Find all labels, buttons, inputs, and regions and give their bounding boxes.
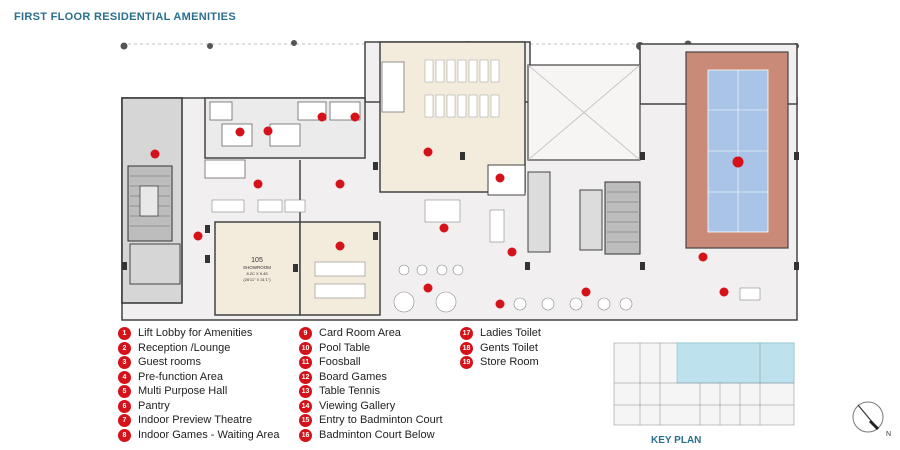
page-title: FIRST FLOOR RESIDENTIAL AMENITIES (14, 11, 236, 23)
marker-icon: 1 (118, 327, 131, 340)
toilet-cores (527, 171, 603, 253)
marker-icon: 17 (460, 327, 473, 340)
marker-icon: 18 (460, 341, 473, 355)
plan-markers (150, 112, 744, 309)
card-room (299, 221, 381, 316)
marker-icon: 16 (299, 428, 312, 442)
marker-icon: 13 (299, 385, 312, 398)
marker-icon: 10 (299, 341, 312, 355)
lower-left-room (129, 243, 181, 285)
stage (381, 61, 405, 113)
compass-north-label: N (886, 431, 891, 438)
theatre-seating (424, 59, 500, 118)
showroom-dim: 8.2C X 9.45 (246, 271, 268, 276)
marker-icon: 15 (299, 414, 312, 427)
left-stair-landing (139, 185, 159, 217)
compass-icon: N (852, 401, 891, 438)
marker-icon: 19 (460, 356, 473, 369)
marker-icon: 4 (118, 370, 131, 384)
lounge-furniture (211, 199, 306, 213)
showroom-dim-imperial: (26'11" X 31'1") (243, 277, 271, 282)
right-stair (604, 181, 641, 255)
games-furniture (393, 199, 761, 313)
marker-icon: 11 (299, 356, 312, 369)
showroom-number: 105 (251, 257, 263, 264)
showroom-name: SHOWROOM (243, 265, 271, 270)
marker-icon: 3 (118, 356, 131, 369)
marker-icon: 5 (118, 385, 131, 398)
structural-columns (122, 152, 799, 272)
marker-icon: 9 (299, 327, 312, 340)
marker-icon: 7 (118, 414, 131, 427)
key-plan (613, 342, 795, 426)
key-plan-title: KEY PLAN (651, 435, 702, 446)
pantry (487, 164, 526, 196)
marker-icon: 6 (118, 399, 131, 413)
reception-desk (204, 159, 246, 179)
marker-icon: 2 (118, 341, 131, 355)
marker-icon: 8 (118, 428, 131, 442)
marker-icon: 12 (299, 370, 312, 384)
marker-icon: 14 (299, 399, 312, 413)
